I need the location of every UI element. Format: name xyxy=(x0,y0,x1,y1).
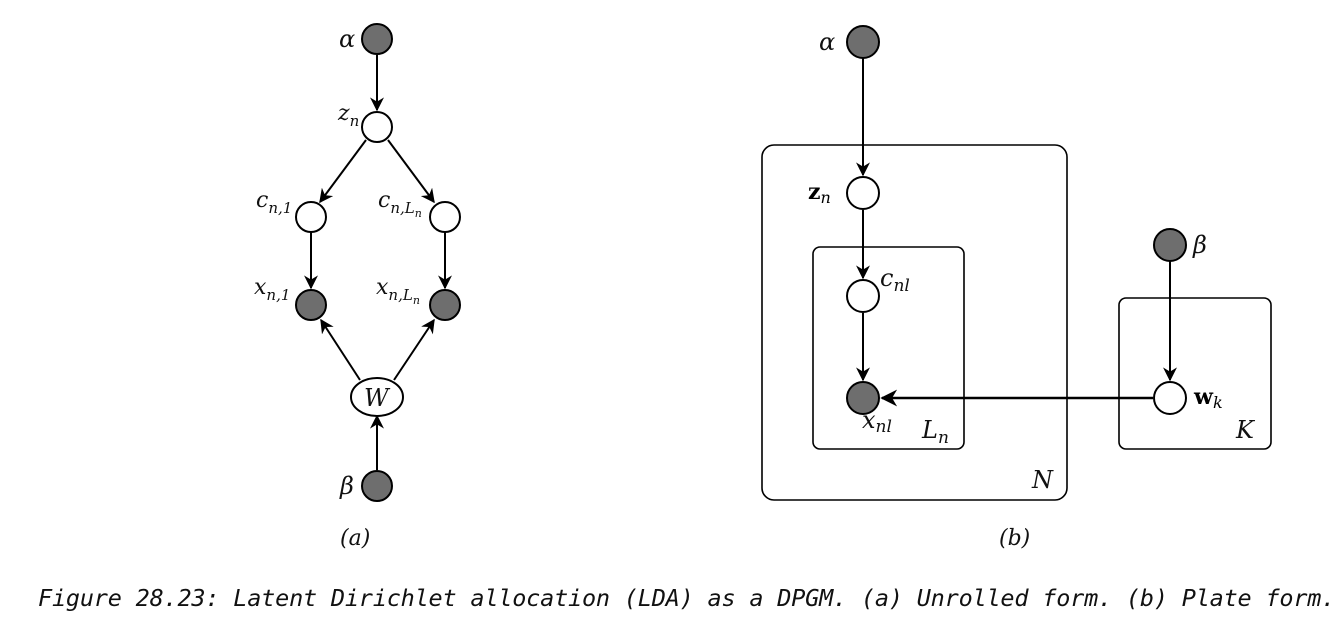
panel-b: α zn cnl xnl β wk N Ln K (b) xyxy=(761,25,1272,551)
plate-L-label-main: L xyxy=(921,416,938,444)
label-z-b-sub: n xyxy=(821,188,831,207)
label-x-b: xnl xyxy=(862,406,892,437)
node-c1-a xyxy=(295,201,327,233)
label-x-b-sub: nl xyxy=(876,417,892,437)
plate-L-label-sub: n xyxy=(938,428,949,448)
node-w-b xyxy=(1153,381,1187,415)
panel-a: α zn cn,1 cn,Ln xn,1 xn,Ln W β (a) xyxy=(254,23,461,551)
node-beta-b xyxy=(1153,228,1187,262)
label-xL-a-subsub: n xyxy=(413,294,420,307)
node-W-a xyxy=(350,377,404,417)
label-z-a-sub: n xyxy=(350,112,360,130)
plate-N-label: N xyxy=(1031,466,1054,494)
label-c-b-main: c xyxy=(880,264,893,292)
label-c-b: cnl xyxy=(880,264,910,296)
node-x-b xyxy=(846,381,880,415)
node-z-a xyxy=(361,111,393,143)
sublabel-a: (a) xyxy=(340,526,370,551)
label-x1-a: xn,1 xyxy=(254,275,290,304)
label-x1-a-main: x xyxy=(254,275,267,300)
label-z-b: zn xyxy=(808,179,831,207)
plate-K xyxy=(1118,297,1272,450)
label-xL-a-main: x xyxy=(376,275,389,300)
edge-z-cL xyxy=(387,139,435,204)
label-x1-a-sub: n,1 xyxy=(266,286,290,304)
sublabel-b: (b) xyxy=(999,526,1030,551)
label-alpha-a: α xyxy=(339,25,355,53)
label-cL-a-sub: n,L xyxy=(390,199,414,217)
label-xL-a: xn,Ln xyxy=(376,275,420,307)
label-z-a: zn xyxy=(337,101,359,130)
node-alpha-a xyxy=(361,23,393,55)
label-xL-a-sub: n,L xyxy=(388,286,412,304)
label-alpha-b: α xyxy=(819,28,835,56)
node-xL-a xyxy=(429,289,461,321)
node-c-b xyxy=(846,279,880,313)
lda-diagram: α zn cn,1 cn,Ln xn,1 xn,Ln W β (a) xyxy=(254,23,1272,551)
node-x1-a xyxy=(295,289,327,321)
label-c1-a: cn,1 xyxy=(256,188,292,217)
label-c1-a-sub: n,1 xyxy=(268,199,292,217)
label-x-b-main: x xyxy=(862,406,876,434)
label-c1-a-main: c xyxy=(256,188,268,213)
label-w-b-sub: k xyxy=(1213,393,1223,412)
label-c-b-sub: nl xyxy=(893,276,909,296)
figure-caption: Figure 28.23: Latent Dirichlet allocatio… xyxy=(38,584,1336,612)
node-cL-a xyxy=(429,201,461,233)
node-z-b xyxy=(846,176,880,210)
label-beta-b: β xyxy=(1192,231,1207,259)
label-z-b-main: z xyxy=(808,179,821,205)
node-alpha-b xyxy=(846,25,880,59)
plate-N xyxy=(761,144,1068,501)
node-beta-a xyxy=(361,470,393,502)
plate-K-label: K xyxy=(1235,416,1256,444)
label-w-b: wk xyxy=(1193,384,1223,412)
label-W-a: W xyxy=(364,384,391,412)
edge-W-xL xyxy=(393,318,435,381)
edge-z-c1 xyxy=(319,139,367,204)
label-cL-a: cn,Ln xyxy=(378,188,422,220)
label-z-a-main: z xyxy=(337,101,350,126)
plate-L xyxy=(812,246,965,450)
plate-L-label: Ln xyxy=(921,416,949,448)
edge-W-x1 xyxy=(320,318,361,381)
label-cL-a-subsub: n xyxy=(415,207,422,220)
label-cL-a-main: c xyxy=(378,188,390,213)
label-w-b-main: w xyxy=(1193,384,1214,410)
label-beta-a: β xyxy=(339,472,354,500)
